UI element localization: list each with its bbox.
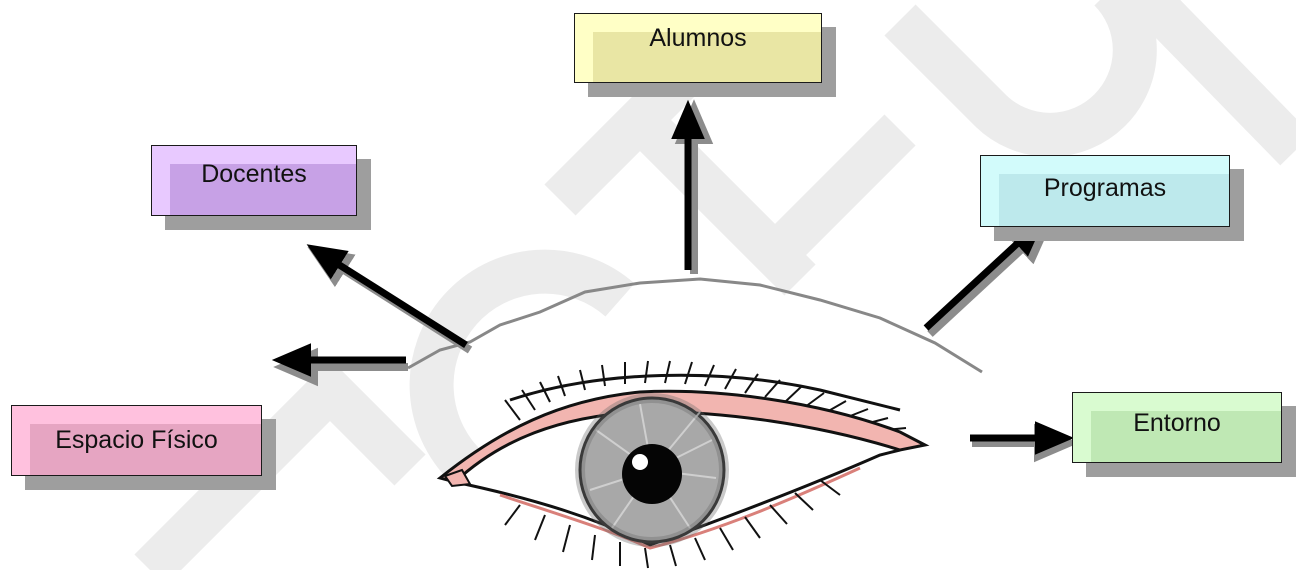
arrow-to-programas <box>926 230 1032 328</box>
eyebrow-line <box>408 279 982 372</box>
node-entorno: Entorno <box>1072 392 1282 463</box>
node-programas-label: Programas <box>981 174 1229 203</box>
node-docentes-label: Docentes <box>152 160 356 189</box>
eye-icon <box>440 361 925 568</box>
arrow-to-docentes <box>322 254 466 345</box>
node-docentes: Docentes <box>151 145 357 216</box>
node-programas: Programas <box>980 155 1230 227</box>
node-espacio-fisico-label: Espacio Físico <box>12 426 261 455</box>
node-espacio-fisico: Espacio Físico <box>11 405 262 476</box>
node-alumnos-label: Alumnos <box>575 24 821 53</box>
node-alumnos: Alumnos <box>574 13 822 83</box>
node-entorno-label: Entorno <box>1073 409 1281 438</box>
